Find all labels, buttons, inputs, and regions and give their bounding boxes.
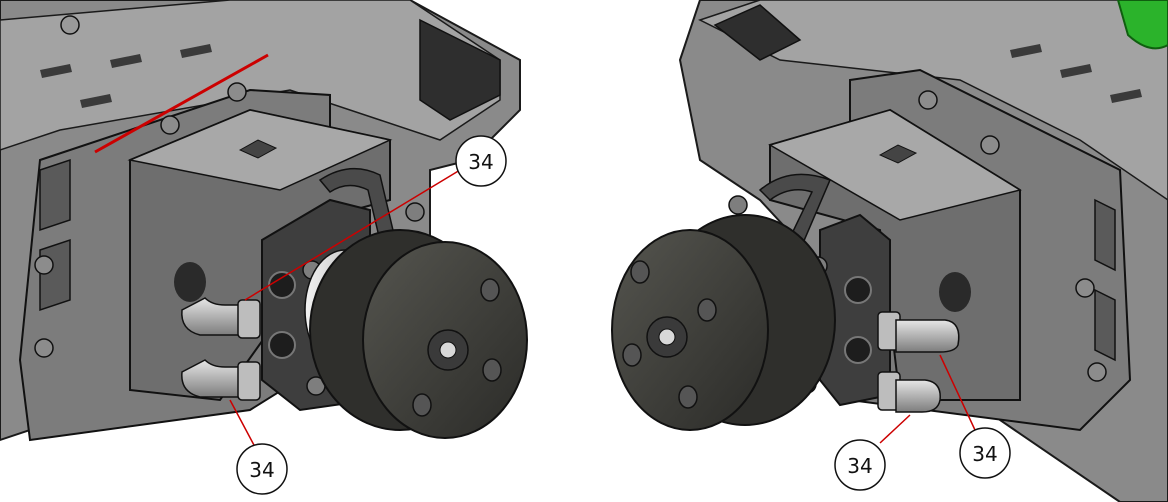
- right-housing-port: [939, 272, 971, 312]
- left-bracket-bolt-4: [227, 82, 247, 102]
- right-wheel-stud-1: [630, 260, 650, 284]
- callouts: 34 34 34 34: [229, 135, 1011, 495]
- left-bracket-bolt-1: [34, 255, 54, 275]
- left-elbow-fitting-upper: [181, 297, 261, 339]
- right-wheel-stud-4: [697, 298, 717, 322]
- right-housing-top: [768, 109, 1022, 221]
- right-elbow-fitting-upper: [877, 311, 960, 353]
- callout-leader-4: [939, 354, 976, 431]
- left-dark-pad: [419, 18, 501, 121]
- callout-bubble-3: [834, 439, 886, 491]
- callout-bubble-2: [236, 443, 288, 495]
- left-housing-port: [174, 262, 206, 302]
- callout-label-4: 34: [972, 442, 997, 466]
- right-pump-port-1: [844, 276, 872, 304]
- left-top-bolt: [60, 15, 80, 35]
- left-wheel-stud-1: [480, 278, 500, 302]
- left-housing-diamond: [238, 139, 278, 159]
- left-view: [0, 0, 528, 442]
- callout-leader-3: [879, 414, 911, 444]
- right-frame-slots: [1010, 44, 1142, 103]
- left-elbow-fitting-lower: [181, 359, 261, 401]
- left-wheel-stud-2: [482, 358, 502, 382]
- right-wheel-stud-2: [622, 343, 642, 367]
- left-bracket-bolt-2: [34, 338, 54, 358]
- left-chassis-top: [0, 0, 501, 151]
- callout-bubble-4: [959, 427, 1011, 479]
- callout-leader-1: [244, 169, 461, 301]
- callout-label-1: 34: [468, 150, 493, 174]
- right-bracket-bolt-4: [980, 135, 1000, 155]
- right-bracket-bolt-3: [918, 90, 938, 110]
- right-bracket-slots: [1094, 198, 1116, 362]
- right-wheel-stud-3: [678, 385, 698, 409]
- right-pump-port-2: [844, 336, 872, 364]
- right-view: [611, 0, 1168, 502]
- right-bracket-bolt-2: [1087, 362, 1107, 382]
- right-wheel-face: [611, 229, 769, 431]
- left-wheel-stud-3: [412, 393, 432, 417]
- left-pump-nut-3: [405, 202, 425, 222]
- right-elbow-fitting-lower: [877, 371, 941, 413]
- left-wheel-center-cap: [439, 341, 457, 359]
- left-pump-port-1: [268, 271, 296, 299]
- callout-label-3: 34: [847, 454, 872, 478]
- callout-label-2: 34: [249, 458, 274, 482]
- left-pump-port-2: [268, 331, 296, 359]
- left-frame-slots: [40, 44, 212, 108]
- right-housing-diamond: [878, 144, 918, 164]
- left-red-edge: [94, 53, 269, 154]
- left-bracket-bolt-3: [160, 115, 180, 135]
- right-bracket-bolt-1: [1075, 278, 1095, 298]
- callout-leader-2: [229, 399, 256, 448]
- right-chassis-top: [698, 0, 1168, 201]
- right-dark-pad: [713, 4, 802, 61]
- right-wheel-center-cap: [658, 328, 676, 346]
- right-pump-nut-3: [728, 195, 748, 215]
- callout-bubble-1: [455, 135, 507, 187]
